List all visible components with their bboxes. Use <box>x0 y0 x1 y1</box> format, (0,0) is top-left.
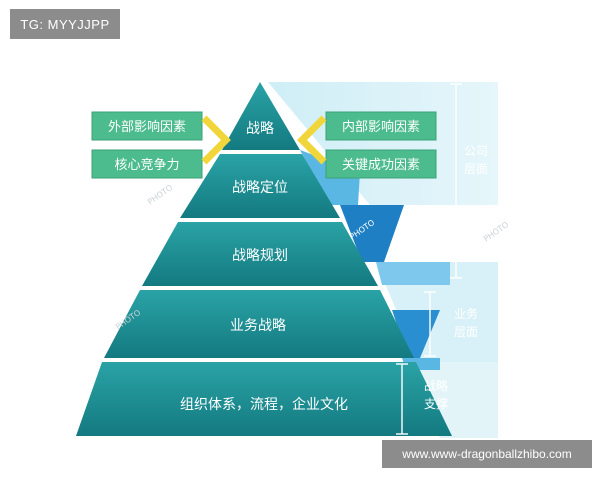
side-label-business-1: 业务 <box>454 306 478 321</box>
factor-box-external <box>91 111 203 141</box>
pyramid-levels <box>76 82 452 436</box>
chevron-right-icon <box>201 115 231 165</box>
level-label-support: 组织体系，流程，企业文化 <box>180 396 348 413</box>
level-5-shape <box>76 362 452 436</box>
side-label-business-2: 层面 <box>454 325 478 339</box>
footer-url-badge: www.www-dragonballzhibo.com <box>382 440 592 468</box>
factor-label-internal: 内部影响因素 <box>342 119 420 135</box>
factor-box-internal <box>325 111 437 141</box>
side-label-support-1: 战略 <box>424 378 448 393</box>
factor-box-key-success <box>325 149 437 179</box>
level-label-positioning: 战略定位 <box>232 180 288 196</box>
factor-label-key-success: 关键成功因素 <box>342 158 420 173</box>
side-label-support-2: 支撑 <box>424 396 448 411</box>
factor-label-core-competence: 核心竞争力 <box>114 157 179 173</box>
level-4-shape <box>104 290 414 358</box>
side-label-company-1: 公司 <box>464 144 488 158</box>
chevron-left-icon <box>297 115 327 165</box>
level-3-shape <box>142 222 378 286</box>
factor-label-external: 外部影响因素 <box>108 119 186 135</box>
level-2-shape <box>180 154 340 218</box>
level-1-shape <box>222 82 300 150</box>
level-label-business: 业务战略 <box>230 318 286 334</box>
top-left-badge: TG: MYYJJPP <box>10 9 120 39</box>
level-label-planning: 战略规划 <box>232 248 288 264</box>
layer-brackets <box>396 83 462 435</box>
factor-box-core-competence <box>91 149 203 179</box>
side-label-company-2: 层面 <box>464 162 488 176</box>
level-label-strategy: 战略 <box>246 121 274 137</box>
